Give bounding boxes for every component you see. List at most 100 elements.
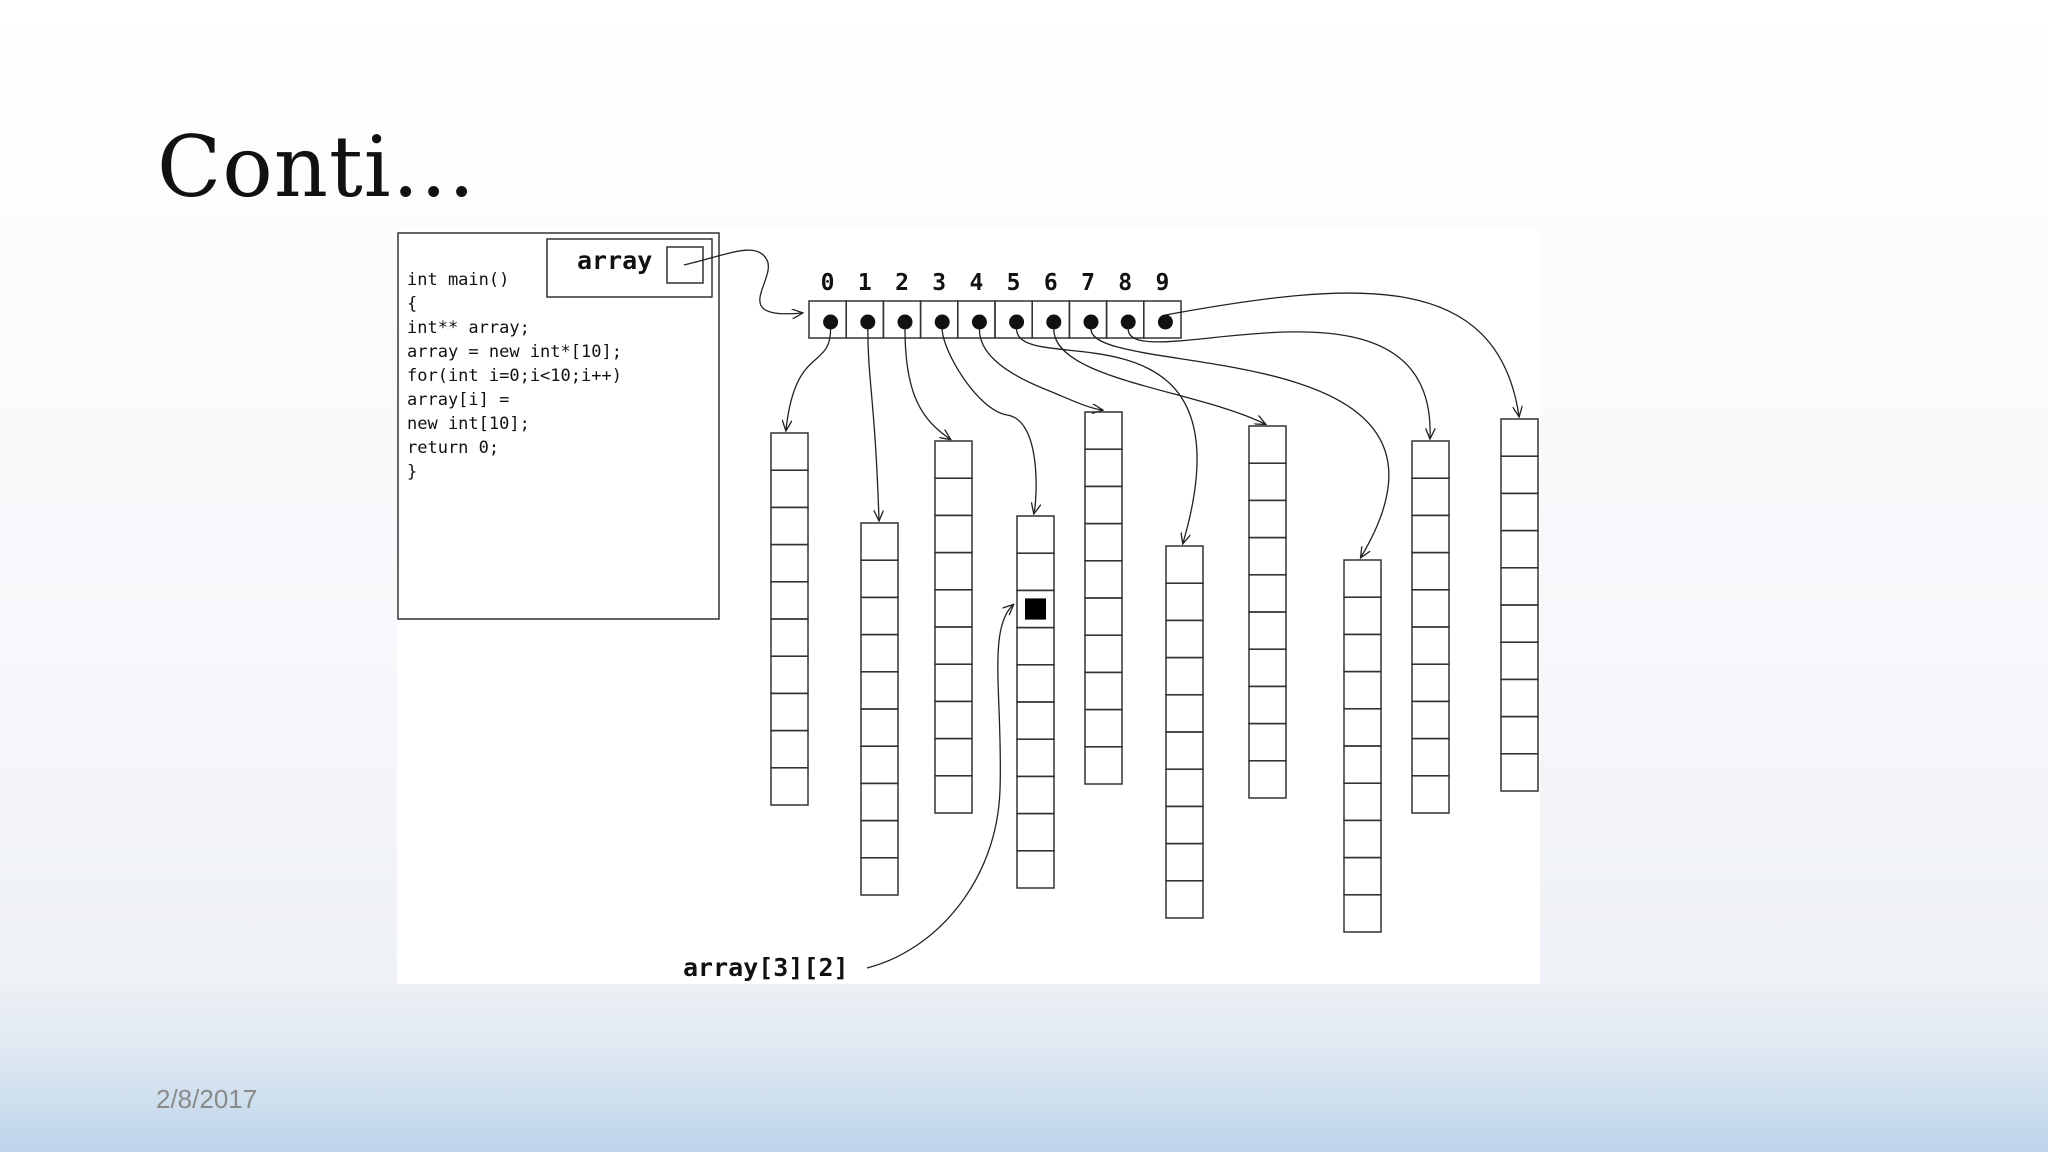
array-cell <box>934 737 973 777</box>
pointer-dot <box>1046 314 1062 330</box>
highlighted-element <box>1025 598 1046 620</box>
array-cell <box>860 596 899 636</box>
array-cell <box>770 729 809 769</box>
index-label: 3 <box>932 270 946 296</box>
array-cell <box>1016 626 1055 666</box>
index-label: 0 <box>821 270 835 296</box>
pointer-arrow <box>904 328 950 439</box>
array-cell <box>1016 664 1055 703</box>
array-cell <box>934 477 973 517</box>
pointer-cell <box>1143 300 1182 339</box>
code-line: array[i] = <box>407 390 509 410</box>
array-cell <box>1411 551 1450 591</box>
array-cell <box>1343 819 1382 859</box>
array-cell <box>860 745 899 785</box>
index-label: 4 <box>969 270 983 296</box>
array-cell <box>1248 499 1287 539</box>
array-cell <box>1248 760 1287 799</box>
array-cell <box>1084 560 1123 599</box>
pointer-dot <box>1157 314 1173 330</box>
pointer-dot <box>1120 314 1136 330</box>
array-cell <box>1016 515 1055 554</box>
array-cell <box>1343 745 1382 784</box>
array-cell <box>934 589 973 628</box>
array-cell <box>1084 485 1123 525</box>
array-cell <box>1165 656 1204 696</box>
array-cell <box>1084 671 1123 711</box>
array-cell <box>770 767 809 806</box>
variable-pointer-cell <box>666 246 704 284</box>
pointer-dot <box>971 314 987 330</box>
array-cell <box>934 514 973 554</box>
index-label: 9 <box>1155 270 1169 296</box>
code-line: return 0; <box>407 438 499 458</box>
pointer-arrow <box>786 328 832 430</box>
array-cell <box>1165 619 1204 659</box>
array-cell <box>1165 805 1204 845</box>
array-cell <box>1248 536 1287 576</box>
array-cell <box>1500 455 1539 495</box>
array-cell <box>1500 678 1539 718</box>
index-label: 7 <box>1081 270 1095 296</box>
pointer-dot <box>1083 314 1099 330</box>
variable-arrow <box>683 249 802 314</box>
element-arrow <box>866 605 1013 969</box>
array-cell <box>1165 545 1204 584</box>
array-cell <box>1343 782 1382 822</box>
sub-array <box>770 432 809 806</box>
pointer-arrow <box>1090 328 1390 557</box>
array-cell <box>1248 648 1287 688</box>
array-cell <box>1500 529 1539 569</box>
array-cell <box>770 655 809 695</box>
pointer-arrow <box>867 328 879 520</box>
code-line: int main() <box>407 270 509 290</box>
index-label: 2 <box>895 270 909 296</box>
index-label: 1 <box>858 270 872 296</box>
index-label: 5 <box>1007 270 1021 296</box>
array-cell <box>860 819 899 859</box>
array-cell <box>770 543 809 583</box>
array-cell <box>1500 418 1539 457</box>
array-cell <box>1165 694 1204 733</box>
array-cell <box>860 559 899 599</box>
sub-array <box>1165 545 1204 919</box>
sub-array <box>1248 425 1287 799</box>
array-cell <box>1343 633 1382 673</box>
array-cell <box>1084 448 1123 488</box>
array-cell <box>860 522 899 561</box>
array-cell <box>1343 894 1382 933</box>
pointer-arrow <box>941 328 1036 513</box>
slide-date: 2/8/2017 <box>156 1084 258 1114</box>
pointer-arrow <box>1127 328 1430 438</box>
array-cell <box>1500 641 1539 681</box>
array-cell <box>934 775 973 814</box>
slide-title: Conti… <box>157 118 477 216</box>
array-cell <box>1411 589 1450 628</box>
array-cell <box>1411 626 1450 665</box>
array-cell <box>1084 634 1123 674</box>
array-cell <box>1411 663 1450 703</box>
code-line: for(int i=0;i<10;i++) <box>407 366 622 386</box>
sub-array <box>1084 411 1123 785</box>
sub-array <box>1343 559 1382 933</box>
array-cell <box>1343 708 1382 747</box>
code-line: array = new int*[10]; <box>407 342 622 362</box>
array-cell <box>934 700 973 740</box>
array-cell <box>770 692 809 732</box>
pointer-dot <box>860 314 876 330</box>
array-cell <box>934 626 973 665</box>
sub-arrays <box>770 411 1539 933</box>
pointer-arrow <box>1015 328 1198 543</box>
sub-array <box>934 440 973 814</box>
array-cell <box>1411 514 1450 554</box>
array-cell <box>1248 722 1287 762</box>
pointer-dot <box>823 314 839 330</box>
pointer-array-diagram: int main(){ int** array; array = new int… <box>397 230 1540 984</box>
array-cell <box>770 581 809 620</box>
array-cell <box>770 506 809 546</box>
array-cell <box>1248 462 1287 502</box>
code-line: } <box>407 462 417 482</box>
variable-box <box>546 238 713 298</box>
pointer-dot <box>934 314 950 330</box>
array-cell <box>1500 492 1539 532</box>
